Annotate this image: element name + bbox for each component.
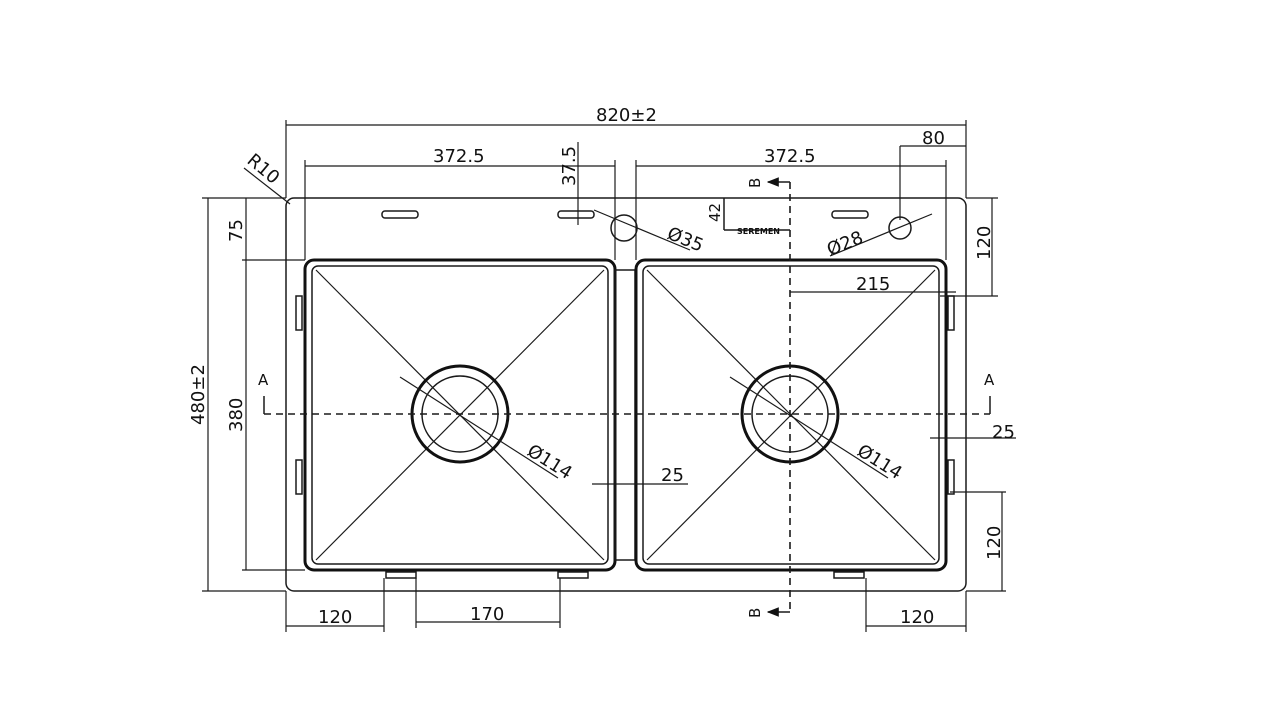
slot-right: [831, 210, 869, 219]
dim-right-edge-offset: 80: [922, 128, 945, 149]
label-plate: SEREMEN: [737, 227, 780, 236]
section-b-bottom: B: [746, 608, 764, 618]
dim-overflow-height: 42: [706, 203, 724, 222]
dim-right-lower-height: 120: [984, 526, 1005, 560]
second-hole: [888, 216, 912, 240]
dim-top-margin: 75: [226, 219, 247, 242]
dim-drain-left: Ø114: [523, 440, 575, 484]
dim-second-hole: Ø28: [824, 227, 866, 260]
dim-tap-offset: 37.5: [559, 146, 580, 186]
slot-mid: [557, 210, 595, 219]
section-a-left: A: [258, 371, 269, 389]
dim-tap-hole: Ø35: [664, 223, 706, 256]
dim-drain-right: Ø114: [853, 440, 905, 484]
section-b-top: B: [746, 178, 764, 188]
dim-divider-width: 25: [661, 465, 684, 486]
dim-bowl-height: 380: [226, 398, 247, 432]
dim-right-top-height: 120: [974, 226, 995, 260]
right-bowl: [634, 258, 948, 572]
sink-outline: [285, 197, 967, 592]
dim-bowl-width-right: 372.5: [764, 146, 816, 167]
dim-right-margin: 25: [992, 422, 1015, 443]
dim-overall-height: 480±2: [188, 364, 209, 425]
dim-overall-width: 820±2: [596, 105, 657, 126]
dim-corner-radius: R10: [243, 150, 284, 189]
dim-center-offset: 215: [856, 274, 890, 295]
section-a-right: A: [984, 371, 995, 389]
slot-left: [381, 210, 419, 219]
dim-left-bottom: 120: [318, 607, 352, 628]
dim-right-bottom: 120: [900, 607, 934, 628]
dim-middle-bottom: 170: [470, 604, 504, 625]
dim-bowl-width-left: 372.5: [433, 146, 485, 167]
bowl-divider: [614, 269, 636, 561]
